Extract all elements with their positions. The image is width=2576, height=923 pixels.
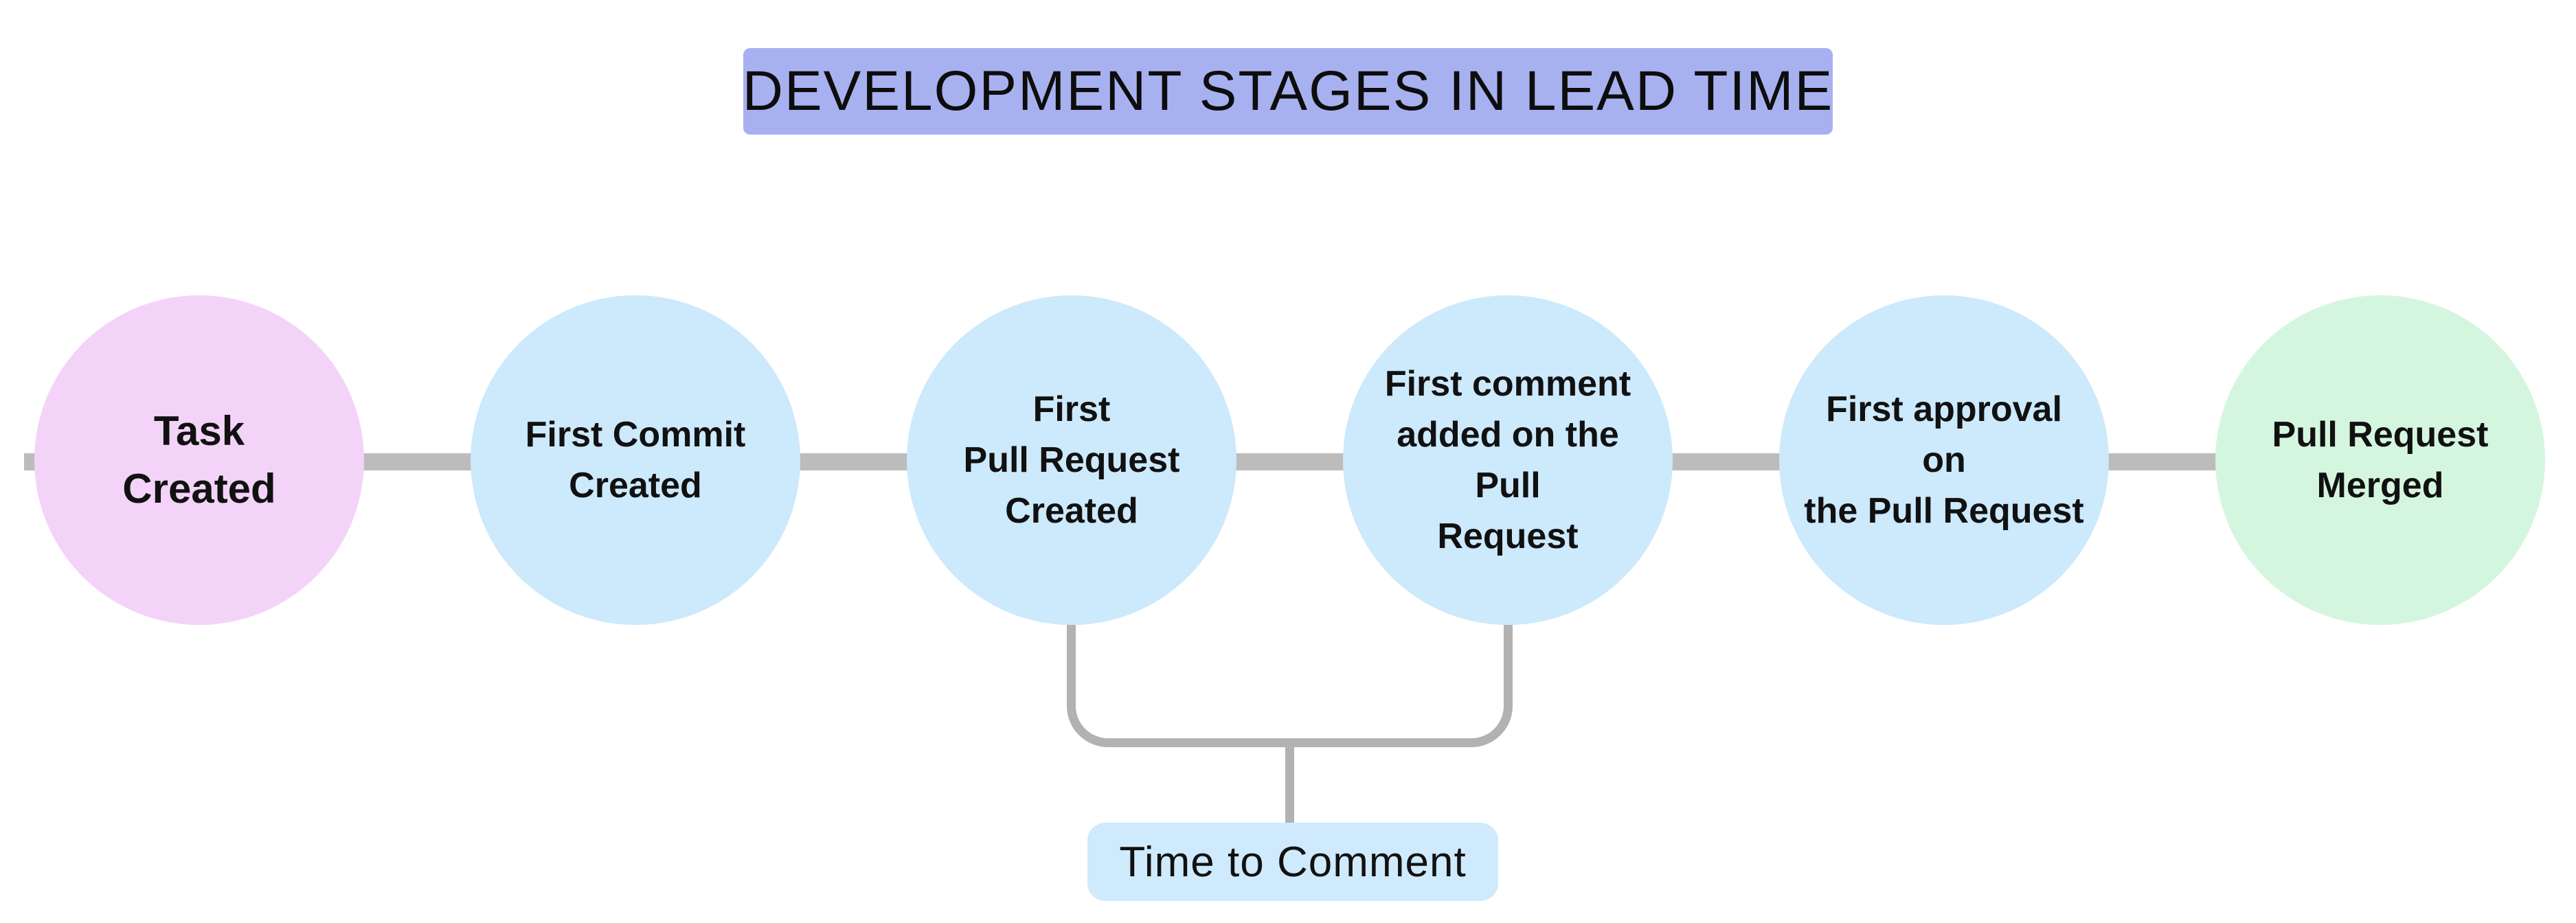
- stage-label: Task Created: [122, 408, 276, 512]
- time-to-comment-label: Time to Comment: [1119, 838, 1467, 886]
- stage-circle-task-created: Task Created: [34, 295, 364, 625]
- stage-circle-first-approval: First approval on the Pull Request: [1779, 295, 2109, 625]
- stage-label: First approval on the Pull Request: [1804, 389, 2084, 531]
- stage-label: First Commit Created: [525, 415, 746, 505]
- stage-label: Pull Request Merged: [2272, 415, 2489, 505]
- stage-circle-pull-request-merged: Pull Request Merged: [2215, 295, 2545, 625]
- stage-circle-first-commit-created: First Commit Created: [471, 295, 800, 625]
- stage-circle-first-comment-added: First comment added on the Pull Request: [1343, 295, 1673, 625]
- stage-label: First Pull Request Created: [963, 389, 1180, 531]
- stage-circle-first-pull-request-created: First Pull Request Created: [907, 295, 1236, 625]
- time-to-comment-bracket: [1067, 617, 1513, 747]
- diagram-title: DEVELOPMENT STAGES IN LEAD TIME: [742, 60, 1834, 122]
- time-to-comment-box: Time to Comment: [1087, 823, 1498, 901]
- diagram-title-banner: DEVELOPMENT STAGES IN LEAD TIME: [743, 48, 1833, 135]
- time-to-comment-bracket-stem: [1285, 746, 1294, 824]
- stage-label: First comment added on the Pull Request: [1384, 364, 1631, 556]
